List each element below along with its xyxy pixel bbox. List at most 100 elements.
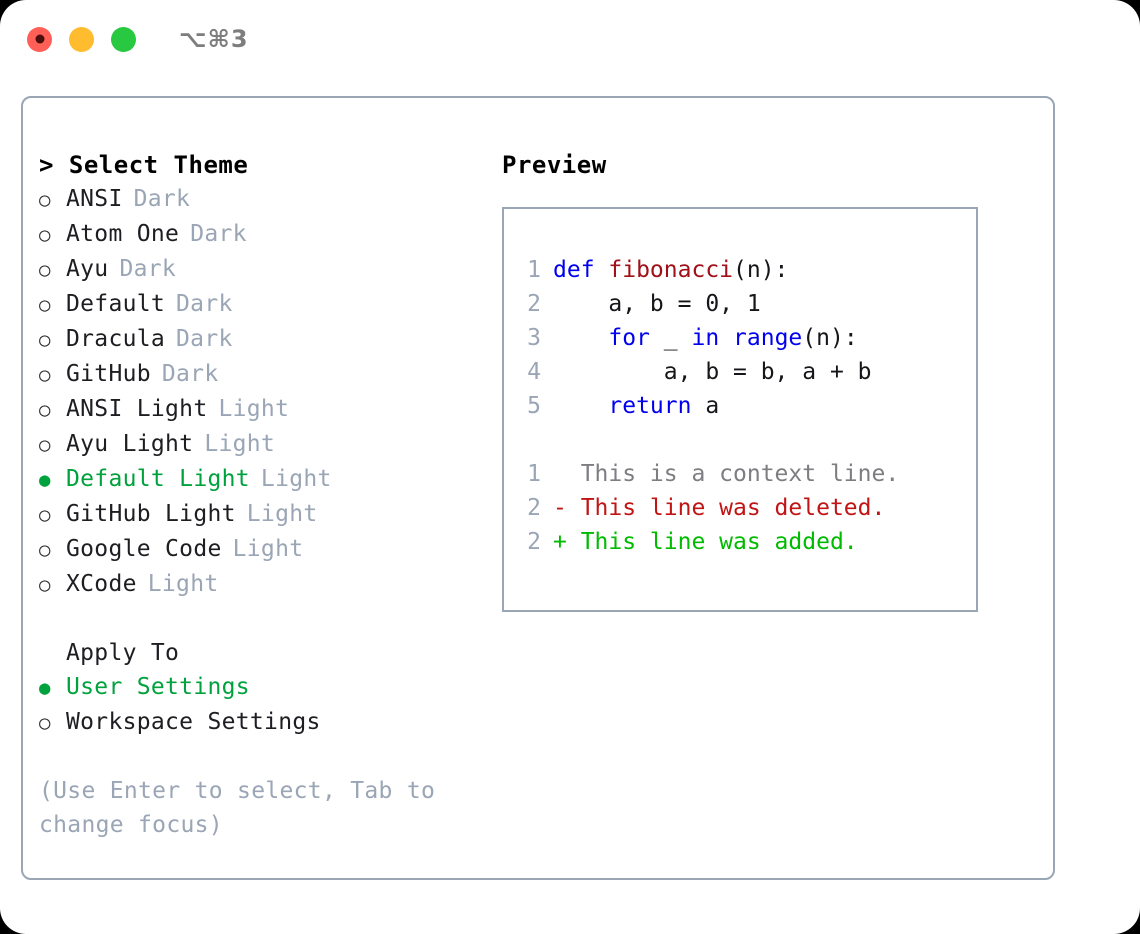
code-line: 4 a, b = b, a + b [521, 355, 968, 389]
theme-option-label: Atom One [66, 221, 180, 247]
keyboard-shortcut-label: ⌥⌘3 [179, 25, 249, 53]
code-token-plain: a, b = 0, 1 [553, 291, 761, 317]
apply-to-option-list: ● User Settings ○ Workspace Settings [39, 670, 494, 740]
radio-selected-icon: ● [39, 677, 51, 699]
code-token-kw: def [553, 257, 609, 283]
radio-selected-icon: ● [39, 469, 51, 491]
code-token-plain: (n): [802, 325, 858, 351]
theme-variant-badge: Dark [133, 186, 191, 212]
theme-option-ansi-light[interactable]: ○ ANSI Light Light [39, 392, 494, 427]
theme-option-label: GitHub Light [66, 501, 236, 527]
line-number: 1 [527, 461, 541, 487]
line-number: 4 [527, 359, 541, 385]
code-token-plain [553, 325, 608, 351]
theme-option-google-code[interactable]: ○ Google Code Light [39, 532, 494, 567]
radio-unselected-icon: ○ [39, 539, 51, 561]
diff-line-text: This is a context line. [553, 461, 900, 487]
line-number: 1 [527, 257, 541, 283]
diff-lines-group: 1 This is a context line. 2 - This line wa… [521, 457, 968, 559]
keyboard-hint-text: (Use Enter to select, Tab to change focu… [39, 778, 436, 838]
radio-unselected-icon: ○ [39, 574, 51, 596]
theme-variant-badge: Light [147, 571, 219, 597]
code-token-plain: a, b = b, a + b [553, 359, 872, 385]
theme-variant-badge: Dark [176, 326, 233, 352]
theme-option-dracula[interactable]: ○ Dracula Dark [39, 322, 494, 357]
apply-to-option-user-settings[interactable]: ● User Settings [39, 670, 494, 705]
select-theme-heading: > Select Theme [39, 151, 249, 179]
theme-option-label: Google Code [66, 536, 222, 562]
theme-variant-badge: Light [204, 431, 276, 457]
radio-unselected-icon: ○ [39, 399, 51, 421]
code-token-plain: _ [649, 325, 692, 351]
radio-unselected-icon: ○ [39, 294, 51, 316]
apply-to-heading: Apply To [66, 640, 180, 666]
theme-variant-badge: Light [246, 501, 318, 527]
maximize-button-icon[interactable] [111, 26, 136, 52]
theme-variant-badge: Dark [119, 256, 177, 282]
diff-line-del: 2 - This line was deleted. [521, 491, 968, 525]
code-token-kw: in [691, 325, 720, 351]
theme-variant-badge: Light [232, 536, 304, 562]
code-token-kw: return [608, 393, 692, 419]
theme-variant-badge: Dark [176, 291, 233, 317]
preview-heading: Preview [502, 151, 607, 179]
radio-unselected-icon: ○ [39, 712, 51, 734]
radio-unselected-icon: ○ [39, 259, 51, 281]
code-line-text: def fibonacci(n): [553, 253, 788, 287]
apply-to-option-label: Workspace Settings [66, 709, 321, 735]
line-number: 2 [527, 495, 541, 521]
code-blank-line [521, 423, 968, 457]
diff-line-text: - This line was deleted. [553, 495, 886, 521]
theme-option-ansi[interactable]: ○ ANSI Dark [39, 182, 494, 217]
theme-option-label: ANSI [66, 186, 123, 212]
apply-to-option-label: User Settings [66, 674, 250, 700]
theme-option-label: Default [66, 291, 166, 317]
titlebar: ⌥⌘3 [0, 0, 1140, 78]
code-line-text: a, b = b, a + b [553, 355, 872, 389]
radio-unselected-icon: ○ [39, 364, 51, 386]
line-number: 2 [527, 529, 541, 555]
code-token-plain: (n): [733, 257, 789, 283]
theme-option-label: Ayu Light [66, 431, 194, 457]
theme-option-label: Default Light [66, 466, 250, 492]
line-number: 3 [527, 325, 541, 351]
theme-option-default[interactable]: ○ Default Dark [39, 287, 494, 322]
apply-to-option-workspace-settings[interactable]: ○ Workspace Settings [39, 705, 494, 740]
diff-line-ctx: 1 This is a context line. [521, 457, 968, 491]
code-token-kw: range [733, 325, 803, 351]
diff-line-add: 2 + This line was added. [521, 525, 968, 559]
code-line: 1 def fibonacci(n): [521, 253, 968, 287]
close-button-icon[interactable] [27, 26, 52, 52]
radio-unselected-icon: ○ [39, 189, 51, 211]
radio-unselected-icon: ○ [39, 329, 51, 351]
theme-option-label: Dracula [66, 326, 166, 352]
line-number: 5 [527, 393, 541, 419]
code-line-text: for _ in range(n): [553, 321, 858, 355]
theme-option-label: ANSI Light [66, 396, 208, 422]
code-token-fn: fibonacci [608, 257, 734, 283]
minimize-button-icon[interactable] [69, 26, 94, 52]
code-token-plain [719, 325, 733, 351]
code-line: 5 return a [521, 389, 968, 423]
code-line: 3 for _ in range(n): [521, 321, 968, 355]
window-controls [27, 26, 136, 52]
line-number: 2 [527, 291, 541, 317]
theme-variant-badge: Light [218, 396, 290, 422]
diff-line-text: + This line was added. [553, 529, 858, 555]
code-token-kw: for [608, 325, 650, 351]
radio-unselected-icon: ○ [39, 224, 51, 246]
